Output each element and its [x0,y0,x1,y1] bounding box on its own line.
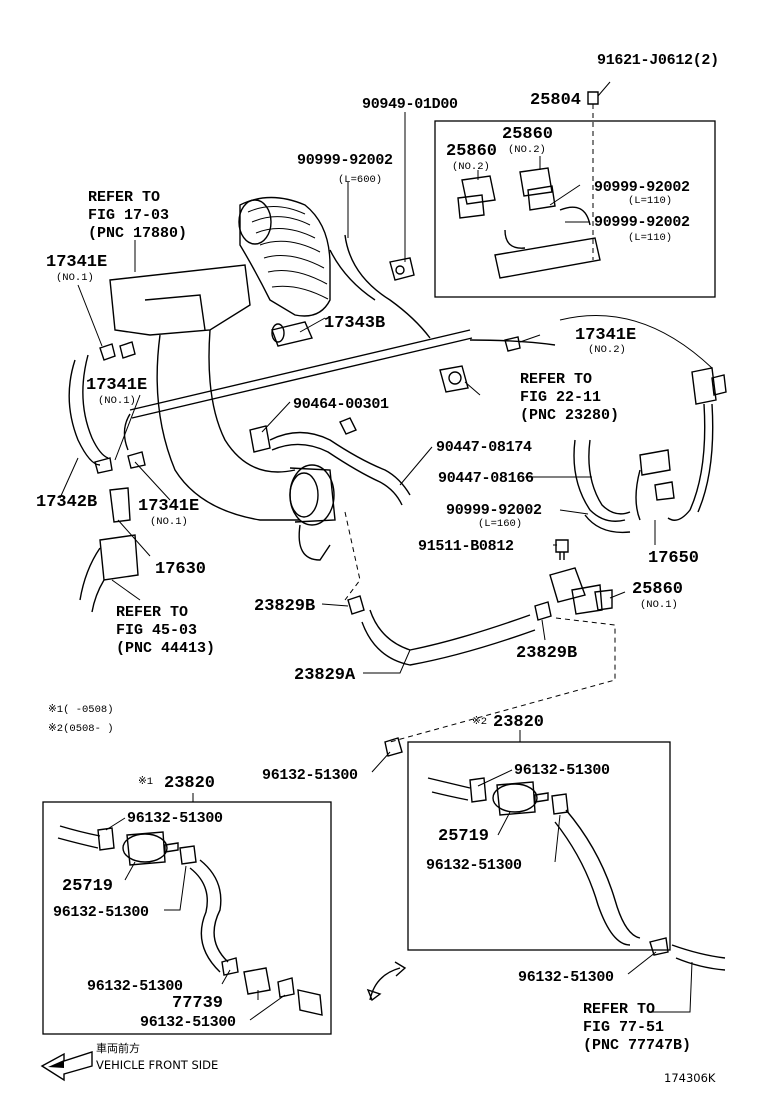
leader-lines [59,81,693,1021]
left-25719: 25719 [62,877,113,896]
refer-22-line1: REFER TO [520,371,592,388]
label-90999-top: 90999-92002 [297,152,393,169]
label-90999-mid: 90999-92002 [446,502,542,519]
vsv-25860-no1 [549,567,613,615]
hose-top-b [329,249,376,301]
clamp-96132-out [384,737,403,757]
refer-77-line1: REFER TO [583,1001,655,1018]
bolt-91511 [555,539,569,560]
clip-17341e [94,336,521,474]
label-23829b-a: 23829B [254,597,315,616]
note-1: ※1( -0508) [48,704,114,716]
label-90949: 90949-01D00 [362,96,458,113]
label-25860-c: 25860 [632,580,683,599]
label-17341e-3-no: (NO.1) [98,395,136,407]
label-23829a: 23829A [294,666,356,685]
hose-77747b [649,937,726,971]
left-77739: 77739 [172,994,223,1013]
refer-22-line3: (PNC 23280) [520,407,619,424]
pipe-17343b [123,329,473,451]
label-90999-box2: 90999-92002 [594,214,690,231]
right-96132-c: 96132-51300 [518,969,614,986]
hose-17342b [68,359,101,466]
label-17650: 17650 [648,549,699,568]
label-90999-top-len: (L=600) [338,174,382,186]
label-90447-b: 90447-08166 [438,470,534,487]
rotation-arrow-icon [366,961,407,1002]
right-96132-a: 96132-51300 [514,762,610,779]
label-91621: 91621-J0612(2) [597,52,719,69]
label-23820-left: 23820 [164,774,215,793]
filter-assembly-right [427,777,641,946]
bolt-25804 [587,91,599,105]
illustration-code: 174306K [664,1071,716,1085]
sensor-17650 [559,314,727,521]
label-91511: 91511-B0812 [418,538,514,555]
refer-45-line2: FIG 45-03 [116,622,197,639]
right-96132-b: 96132-51300 [426,857,522,874]
label-17341e-1: 17341E [46,253,107,272]
label-23820-right: 23820 [493,713,544,732]
refer-45-line1: REFER TO [116,604,188,621]
hose-17342b-inner [82,354,109,459]
label-25804: 25804 [530,91,581,110]
filter-box-right [407,741,671,951]
label-90999-box2-len: (L=110) [628,232,672,244]
label-17343b: 17343B [324,314,385,333]
filter-box-left [42,801,332,1035]
label-17342b: 17342B [36,493,97,512]
label-17341e-3: 17341E [86,376,147,395]
label-25860-a-no: (NO.2) [452,161,490,173]
label-25860-b: 25860 [502,125,553,144]
vehicle-front-en: VEHICLE FRONT SIDE [96,1058,218,1072]
label-17341e-4: 17341E [138,497,199,516]
label-17341e-2-no: (NO.2) [588,344,626,356]
label-17341e-2: 17341E [575,326,636,345]
refer-22-line2: FIG 22-11 [520,389,601,406]
refer-17-line3: (PNC 17880) [88,225,187,242]
label-90999-box1-len: (L=110) [628,195,672,207]
vsv-ref-22-11 [439,339,556,393]
vehicle-front-arrow-icon [40,1051,93,1082]
right-25719: 25719 [438,827,489,846]
label-17341e-1-no: (NO.1) [56,272,94,284]
refer-17-line1: REFER TO [88,189,160,206]
left-96132-a: 96132-51300 [127,810,223,827]
label-96132-out: 96132-51300 [262,767,358,784]
sensor-17630 [79,487,139,613]
label-90999-box1: 90999-92002 [594,179,690,196]
label-23820-left-mark: ※1 [138,776,153,788]
left-96132-c: 96132-51300 [87,978,183,995]
hoses-90447 [573,439,675,534]
refer-77-line2: FIG 77-51 [583,1019,664,1036]
air-cleaner-hose [109,196,336,561]
left-96132-d: 96132-51300 [140,1014,236,1031]
label-17341e-4-no: (NO.1) [150,516,188,528]
label-23820-right-mark: ※2 [472,716,487,728]
label-90447-a: 90447-08174 [436,439,532,456]
label-90464: 90464-00301 [293,396,389,413]
vsv-90464 [249,417,411,506]
label-90999-mid-len: (L=160) [478,518,522,530]
hose-23829a [347,595,552,666]
refer-77-line3: (PNC 77747B) [583,1037,691,1054]
label-25860-b-no: (NO.2) [508,144,546,156]
note-2: ※2(0508- ) [48,723,114,735]
vehicle-front-jp: 車両前方 [96,1041,140,1055]
clamp-90949 [389,257,415,281]
label-25860-a: 25860 [446,142,497,161]
hose-l600 [344,234,431,339]
vsv-box-internals [457,167,601,279]
label-17630: 17630 [155,560,206,579]
left-96132-b: 96132-51300 [53,904,149,921]
label-23829b-b: 23829B [516,644,577,663]
refer-17-line2: FIG 17-03 [88,207,169,224]
label-25860-c-no: (NO.1) [640,599,678,611]
vsv-assembly-box [434,120,716,298]
refer-45-line3: (PNC 44413) [116,640,215,657]
